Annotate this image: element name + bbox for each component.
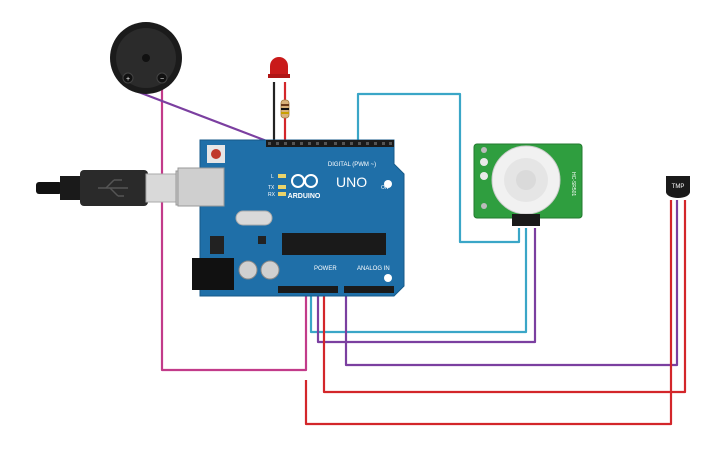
resistor[interactable] — [280, 99, 290, 119]
usb-icon — [98, 179, 128, 197]
capacitor — [260, 260, 280, 280]
mount-hole — [384, 180, 392, 188]
buzzer-minus-terminal[interactable] — [156, 72, 168, 84]
wire-tmp-gnd[interactable] — [304, 200, 673, 426]
led-tx-label: TX — [268, 185, 275, 191]
tmp-label: TMP — [672, 184, 685, 190]
wires — [127, 80, 687, 426]
reset-button-cap[interactable] — [211, 149, 221, 159]
analog-label: ANALOG IN — [357, 266, 390, 272]
piezo-buzzer[interactable]: + − — [110, 22, 182, 94]
atmega-chip — [282, 233, 386, 255]
buzzer-plus-terminal[interactable] — [122, 72, 134, 84]
buzzer-plus-label: + — [126, 76, 130, 83]
led-rx-label: RX — [268, 192, 276, 198]
wire-buzzer-gnd[interactable] — [160, 80, 308, 372]
board-brand: ARDUINO — [288, 193, 321, 200]
wire-tmp-vcc[interactable] — [322, 200, 687, 394]
buzzer-minus-label: − — [160, 76, 164, 83]
pir-pot[interactable] — [480, 158, 488, 166]
voltage-regulator — [210, 236, 224, 254]
pir-pot[interactable] — [480, 172, 488, 180]
pir-screw — [481, 203, 487, 209]
usb-port — [177, 167, 225, 207]
pir-motion-sensor[interactable]: HC-SR501 — [473, 143, 583, 226]
mount-hole — [384, 274, 392, 282]
digital-pins — [268, 142, 392, 145]
digital-header-label: DIGITAL (PWM ~) — [328, 162, 376, 168]
wire-buzzer-signal[interactable] — [127, 86, 273, 145]
wire-pir-out[interactable] — [356, 92, 521, 244]
led-l — [278, 174, 286, 178]
temperature-sensor[interactable]: TMP — [666, 176, 690, 198]
power-jack — [192, 258, 234, 290]
pir-screw — [481, 147, 487, 153]
capacitor — [238, 260, 258, 280]
small-chip — [258, 236, 266, 244]
crystal — [235, 210, 273, 226]
led-tx — [278, 185, 286, 189]
led-l-label: L — [271, 174, 274, 180]
arduino-uno-board[interactable]: ARDUINO UNO ON L TX RX DIGITAL (PWM ~) P… — [177, 139, 405, 297]
power-label: POWER — [314, 266, 337, 272]
wire-tmp-signal[interactable] — [344, 200, 679, 367]
power-header[interactable] — [278, 286, 338, 293]
red-led[interactable] — [268, 57, 290, 78]
wire-pir-vcc[interactable] — [309, 228, 528, 334]
analog-header[interactable] — [344, 286, 394, 293]
pir-side-label: HC-SR501 — [570, 172, 576, 196]
on-led-label: ON — [381, 185, 389, 191]
led-rx — [278, 192, 286, 196]
board-model: UNO — [336, 174, 367, 190]
arduino-logo-icon — [304, 174, 318, 188]
wire-pir-gnd[interactable] — [316, 228, 537, 344]
digital-header[interactable] — [266, 140, 394, 147]
